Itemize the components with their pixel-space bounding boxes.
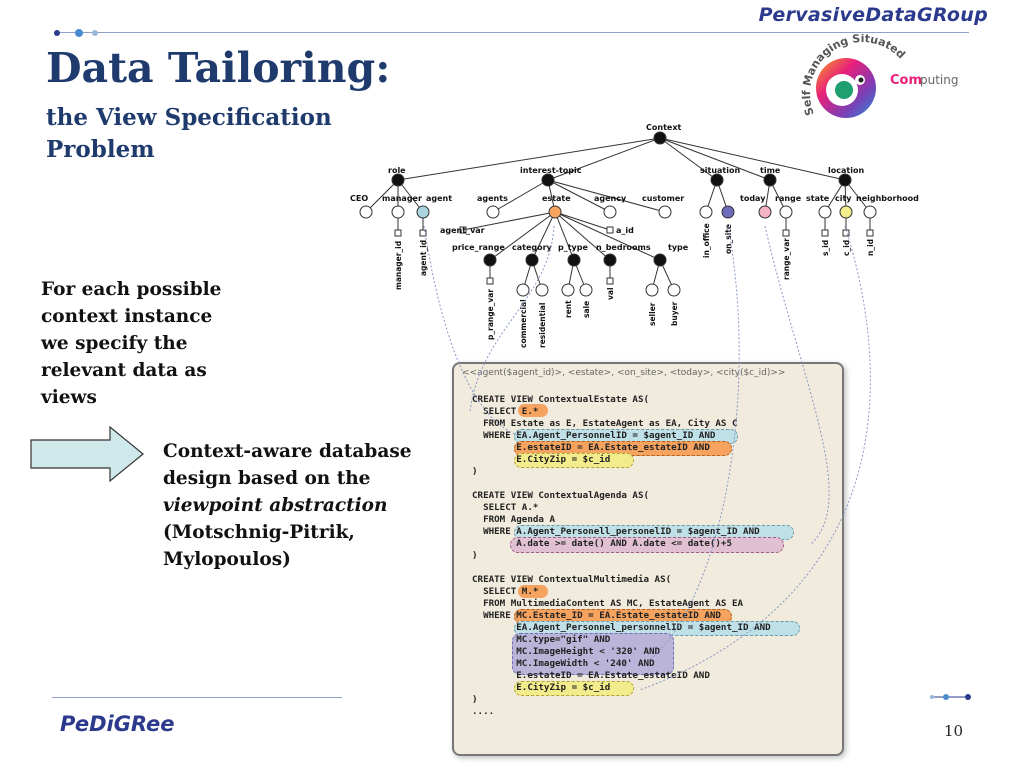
tree-param-label: agent_id [419, 240, 428, 276]
sql-code-line: EA.Agent_Personnel_personnelID = $agent_… [472, 622, 771, 633]
header-rule [55, 32, 969, 33]
highlight-city [514, 681, 634, 696]
tree-param-label: n_id [866, 239, 875, 256]
tree-leaf-label: sale [582, 301, 591, 318]
tree-value-label: neighborhood [856, 194, 919, 203]
tree-param-label: range_var [782, 238, 791, 280]
footer-dots-icon [930, 694, 971, 700]
tree-param-label: s_id [821, 240, 830, 256]
tree-value-label: city [835, 194, 852, 203]
tree-value-label: agents [477, 194, 508, 203]
sql-code-line: SELECT E.* [472, 406, 539, 417]
tree-value-label: agency [594, 194, 627, 203]
sql-code-line: SELECT A.* [472, 502, 539, 513]
logo-com: Com [890, 73, 922, 88]
header-dot [54, 30, 60, 36]
tree-leaf-label: rent [564, 300, 573, 318]
sql-views-panel: <<agent($agent_id)>, <estate>, <on_site>… [452, 362, 844, 756]
tree-param-label: a_id [616, 226, 634, 235]
sql-code-line: MC.ImageHeight < '320' AND [472, 646, 661, 657]
footer-logo: PeDiGRee [60, 712, 175, 736]
sql-code-line: MC.ImageWidth < '240' AND [472, 658, 655, 669]
tree-leaf-label: seller [648, 302, 657, 326]
right-arrow-icon [30, 426, 144, 482]
sql-code-line: CREATE VIEW ContextualAgenda AS( [472, 490, 650, 501]
highlight-estate [518, 585, 548, 598]
tree-dim-label: situation [700, 166, 740, 175]
highlight-city [514, 453, 634, 468]
tree-value-label: in_office [702, 223, 711, 258]
context-instance-header: <<agent($agent_id)>, <estate>, <on_site>… [462, 368, 786, 378]
sql-code-line: CREATE VIEW ContextualEstate AS( [472, 394, 650, 405]
sql-code-line: CREATE VIEW ContextualMultimedia AS( [472, 574, 672, 585]
sql-code-line: .... [472, 706, 495, 717]
sql-code-line: MC.type="gif" AND [472, 634, 611, 645]
brand-logo: PervasiveDataGRoup [758, 4, 988, 26]
tree-leaf-label: residential [538, 303, 547, 348]
sql-code-line: WHERE EA.Agent_PersonnelID = $agent_ID A… [472, 430, 716, 441]
sql-code-line: ) [472, 550, 478, 561]
sql-code-line: E.CityZip = $c_id [472, 454, 611, 465]
tree-leaf-label: buyer [670, 301, 679, 326]
sql-code-line: E.estateID = EA.Estate_estateID AND [472, 442, 710, 453]
context-tree-diagram: Context role interest-topic situation ti… [350, 123, 919, 348]
tree-subdim-label: price_range [452, 243, 505, 252]
sql-code-line: A.date >= date() AND A.date <= date()+5 [472, 538, 732, 549]
tree-subdim-label: category [512, 243, 553, 252]
logo-puting: puting [920, 73, 958, 87]
tree-value-label: customer [642, 194, 684, 203]
logo-image: Self Managing Situated Com puting [800, 34, 958, 118]
sql-code-line: FROM Agenda A [472, 514, 555, 525]
footer-rule [52, 697, 342, 698]
tree-value-label: agent [426, 194, 452, 203]
sql-code-line: ) [472, 694, 478, 705]
sql-code-line: FROM Estate as E, EstateAgent as EA, Cit… [472, 418, 738, 429]
sql-code-line: WHERE MC.Estate_ID = EA.Estate_estateID … [472, 610, 721, 621]
sql-code-line: E.CityZip = $c_id [472, 682, 611, 693]
tree-value-label: state [806, 194, 830, 203]
tree-leaf-label: commercial [519, 299, 528, 348]
sql-code-line: E.estateID = EA.Estate_estateID AND [472, 670, 710, 681]
body-text-viewpoint: Context-aware database design based on t… [163, 441, 412, 570]
tree-leaf-label: p_range_var [486, 289, 495, 340]
body-text-views: For each possible context instance we sp… [41, 279, 222, 408]
header-dot [92, 30, 98, 36]
tree-subdim-label: p_type [558, 243, 588, 252]
tree-param-label: c_id [842, 240, 851, 256]
tree-subdim-label: n_bedrooms [596, 243, 651, 252]
tree-root-label: Context [646, 123, 681, 132]
page-number: 10 [944, 722, 964, 740]
tree-dim-label: role [388, 166, 406, 175]
page-subtitle: the View Specification Problem [46, 104, 332, 163]
tree-dim-label: time [760, 166, 781, 175]
sql-code-line: ) [472, 466, 478, 477]
sql-code-line: WHERE A.Agent_Personell_personelID = $ag… [472, 526, 760, 537]
sql-code-line: SELECT M.* [472, 586, 539, 597]
tree-dim-label: location [828, 166, 864, 175]
tree-param-label: agent_var [440, 226, 485, 235]
sql-code-line: FROM MultimediaContent AS MC, EstateAgen… [472, 598, 744, 609]
tree-dim-label: interest-topic [520, 166, 582, 175]
tree-param-label: manager_id [394, 241, 403, 290]
tree-value-label: range [775, 194, 802, 203]
tree-value-label: estate [542, 194, 571, 203]
tree-value-label: manager [382, 194, 422, 203]
tree-subdim-label: type [668, 243, 689, 252]
header-dot [75, 29, 83, 37]
tree-leaf-label: val [606, 287, 615, 300]
tree-value-label: today [740, 194, 766, 203]
tree-value-label: CEO [350, 194, 368, 203]
page-title: Data Tailoring: [46, 44, 391, 92]
tree-value-label: on_site [724, 224, 733, 254]
